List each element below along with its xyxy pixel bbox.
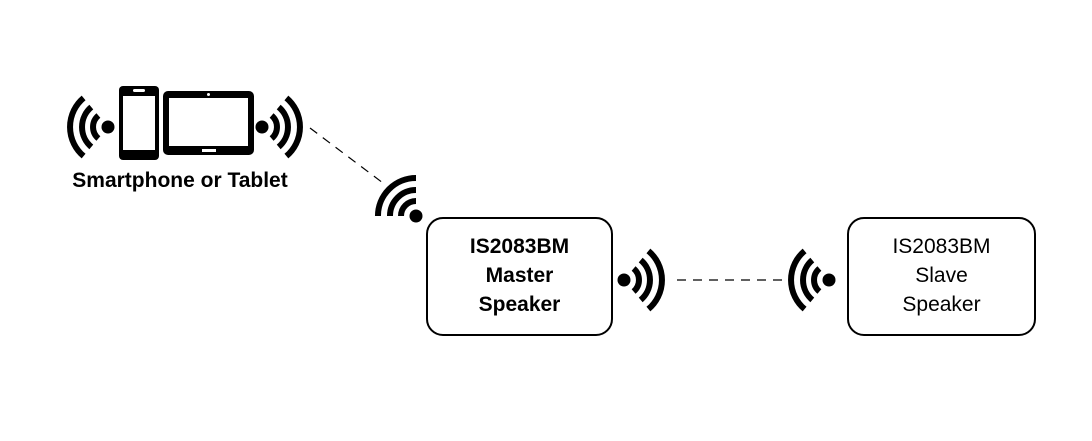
master-type: Speaker — [478, 293, 561, 316]
master-broadcast-icon — [618, 251, 662, 309]
right-broadcast-icon — [256, 98, 300, 156]
slave-broadcast-icon — [791, 251, 835, 309]
wifi-icon — [374, 174, 423, 223]
slave-role: Slave — [915, 264, 968, 287]
slave-speaker-box — [847, 217, 1036, 336]
master-speaker-box — [426, 217, 613, 336]
slave-speaker-label: IS2083BM Slave Speaker — [848, 232, 1035, 319]
slave-type: Speaker — [902, 293, 981, 316]
master-model: IS2083BM — [469, 235, 570, 258]
tablet-icon — [163, 91, 254, 155]
master-role: Master — [485, 264, 554, 287]
left-broadcast-icon — [70, 98, 114, 156]
smartphone-icon — [119, 86, 159, 160]
slave-model: IS2083BM — [892, 235, 991, 258]
device-label: Smartphone or Tablet — [72, 169, 288, 192]
dashed-link-device-master — [309, 127, 384, 184]
master-speaker-label: IS2083BM Master Speaker — [427, 232, 612, 319]
